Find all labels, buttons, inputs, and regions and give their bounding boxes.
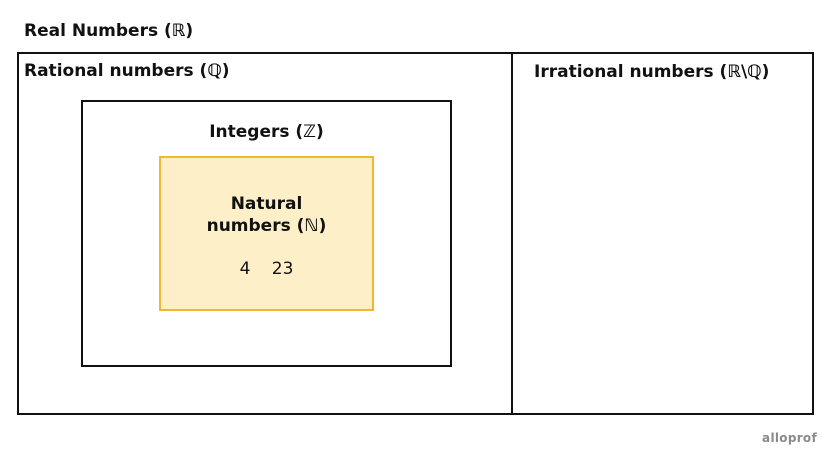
natural-numbers-box — [159, 156, 374, 311]
natural-title-line1: Natural — [230, 194, 303, 214]
natural-title-line2: numbers (ℕ) — [206, 216, 327, 236]
real-numbers-title: Real Numbers (ℝ) — [24, 21, 194, 41]
irrational-numbers-title: Irrational numbers (ℝ\ℚ) — [534, 62, 770, 82]
rational-numbers-title: Rational numbers (ℚ) — [24, 61, 230, 81]
natural-values: 4 23 — [159, 261, 374, 278]
rational-irrational-divider — [511, 52, 513, 415]
natural-value: 4 — [239, 259, 251, 279]
integers-title: Integers (ℤ) — [209, 122, 324, 142]
natural-numbers-title: Natural numbers (ℕ) — [159, 193, 374, 237]
alloprof-logo: alloprof — [762, 431, 817, 445]
natural-value: 23 — [271, 259, 294, 279]
